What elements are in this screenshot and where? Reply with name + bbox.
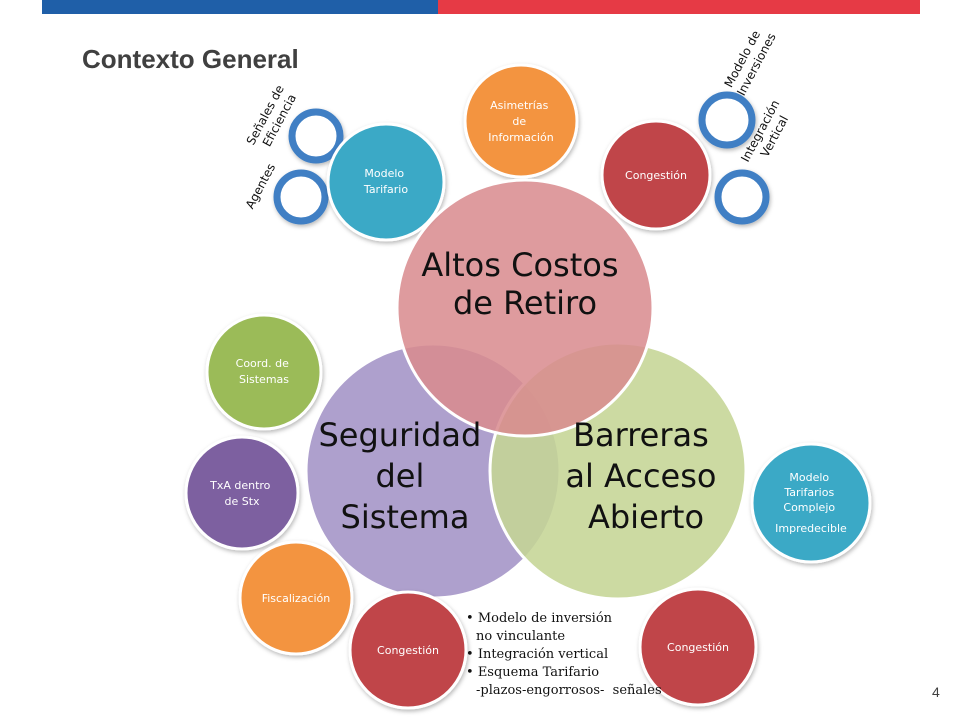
satellite-congestion-bottom-left: Congestión <box>348 590 468 710</box>
satellite-label: de Stx <box>224 495 260 508</box>
bullet-continuation: -plazos-engorrosos- señales <box>476 683 662 698</box>
bullet-item: Esquema Tarifario <box>466 664 662 682</box>
ring-senales <box>288 108 344 164</box>
ring-agentes <box>273 169 329 225</box>
satellite-label: Modelo <box>364 167 404 180</box>
satellite-label: Impredecible <box>775 522 847 535</box>
satellite-label: Modelo <box>789 471 829 484</box>
satellite-congestion-top: Congestión <box>600 119 712 231</box>
bullet-item: Modelo de inversión <box>466 610 662 628</box>
satellite-label: Congestión <box>625 169 687 182</box>
satellite-label: de <box>512 115 526 128</box>
satellite-asimetrias: Asimetrías de Información <box>463 63 579 179</box>
bullet-list: Modelo de inversión no vinculante Integr… <box>466 610 662 700</box>
satellite-txa-stx: TxA dentro de Stx <box>184 435 300 551</box>
satellite-label: Información <box>488 131 553 144</box>
svg-text:TxA dentro de Stx: TxA dentro de Stx <box>209 479 274 508</box>
satellite-modelo-tarifarios-complejo: Modelo Tarifarios Complejo Impredecible <box>750 442 872 564</box>
ring-integracion <box>714 169 770 225</box>
ring-modelo-inversiones <box>698 91 756 149</box>
page-number: 4 <box>932 684 940 700</box>
satellite-coord-sistemas: Coord. de Sistemas <box>205 313 323 431</box>
bullet-continuation: no vinculante <box>476 629 566 644</box>
circles-overlap <box>494 440 556 502</box>
ring-label-modelo-inversiones: Modelo de Inversiones <box>721 24 779 98</box>
slide-title: Contexto General <box>82 44 299 74</box>
satellite-label: Congestión <box>377 644 439 657</box>
svg-text:Asimetrías de Info: Asimetrías de Información <box>488 99 553 144</box>
satellite-label: Complejo <box>783 501 835 514</box>
satellite-label: Fiscalización <box>262 592 331 605</box>
top-bar-red <box>438 0 920 14</box>
satellite-label: Tarifarios <box>783 486 834 499</box>
satellite-modelo-tarifario: Modelo Tarifario <box>326 122 446 242</box>
top-bar-blue <box>42 0 438 14</box>
bullet-item: Integración vertical <box>466 646 662 664</box>
main-circle-altos-costos <box>395 178 655 438</box>
satellite-fiscalizacion: Fiscalización <box>238 540 354 656</box>
svg-text:Modelo Tarifarios: Modelo Tarifarios Complejo Impredecible <box>775 471 847 535</box>
ring-label-agentes: Agentes <box>243 161 278 211</box>
satellite-label: Sistemas <box>239 373 289 386</box>
main-label-altos-costos: Altos Costos de Retiro <box>421 246 628 322</box>
satellite-label: Coord. de <box>236 357 289 370</box>
satellite-label: Asimetrías <box>490 99 548 112</box>
satellite-label: Tarifario <box>363 183 408 196</box>
main-label-barreras: Barreras al Acceso Abierto <box>565 416 726 536</box>
svg-text:Coord. de Sistemas: Coord. de Sistemas <box>236 357 293 386</box>
svg-text:Modelo Tarifario: Modelo Tarifario <box>363 167 408 196</box>
satellite-label: Congestión <box>667 641 729 654</box>
satellite-congestion-bottom-right: Congestión <box>638 587 758 707</box>
main-label-seguridad: Seguridad del Sistema <box>318 416 491 536</box>
satellite-label: TxA dentro <box>209 479 271 492</box>
